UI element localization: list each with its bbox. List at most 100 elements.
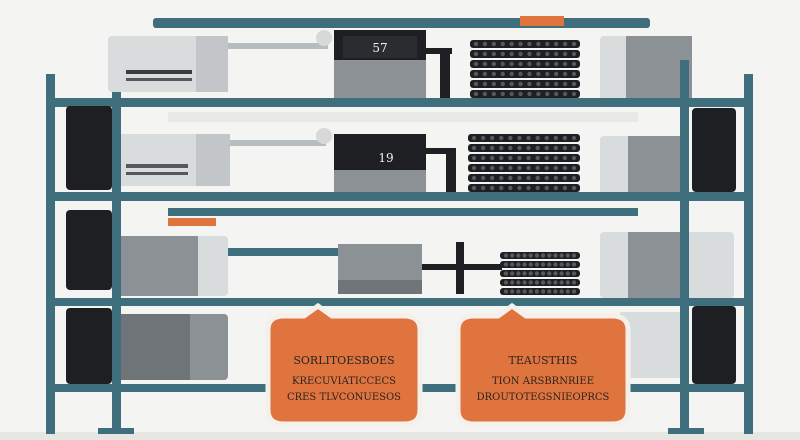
gray-unit-mid-right: [600, 136, 684, 196]
battery-cell-terminal: [516, 271, 521, 276]
battery-cell-terminal: [571, 253, 577, 258]
battery-cell-terminal: [562, 91, 568, 97]
battery-cell-terminal: [562, 41, 568, 47]
battery-cell-stack-top: [470, 40, 580, 98]
battery-cell-terminal: [571, 185, 577, 191]
floor-line: [0, 432, 800, 440]
battery-cell-terminal: [540, 289, 546, 294]
battery-cell-terminal: [562, 61, 568, 67]
battery-cell-terminal: [491, 81, 497, 87]
battery-cell-terminal: [482, 41, 488, 47]
label-right-line2: TION ARSBRNRIEE: [492, 376, 594, 387]
battery-cell-terminal: [527, 91, 532, 97]
battery-cell-terminal: [517, 165, 522, 171]
battery-cell-terminal: [526, 175, 531, 181]
battery-cell-terminal: [553, 253, 558, 258]
battery-cell-row: [470, 80, 580, 88]
battery-cell-terminal: [473, 71, 479, 77]
battery-cell-terminal: [547, 253, 552, 258]
battery-cell-terminal: [516, 253, 521, 258]
battery-cell-terminal: [547, 280, 552, 285]
battery-cell-terminal: [553, 262, 558, 267]
battery-cell-terminal: [473, 51, 479, 57]
battery-cell-terminal: [527, 51, 532, 57]
battery-cell-terminal: [473, 81, 479, 87]
battery-cell-terminal: [535, 155, 540, 161]
top-rail-orange-tag: [520, 16, 564, 26]
battery-cell-terminal: [553, 51, 559, 57]
top-rail: [153, 18, 650, 28]
battery-cell-terminal: [473, 41, 479, 47]
battery-cell-terminal: [480, 155, 486, 161]
foot-left: [98, 428, 134, 434]
upright-far-left: [46, 74, 55, 434]
battery-cell-terminal: [522, 262, 527, 267]
battery-cell-terminal: [522, 253, 527, 258]
battery-cell-terminal: [571, 165, 577, 171]
battery-cell-terminal: [473, 91, 479, 97]
battery-cell-terminal: [473, 61, 479, 67]
battery-cell-terminal: [565, 280, 571, 285]
battery-cell-terminal: [545, 51, 550, 57]
label-right-line3: DROUTOTEGSNIEOPRCS: [477, 392, 610, 403]
battery-cell-terminal: [553, 91, 559, 97]
battery-cell-terminal: [508, 165, 513, 171]
battery-cell-row: [468, 154, 580, 162]
battery-cell-terminal: [571, 135, 577, 141]
battery-cell-terminal: [528, 262, 533, 267]
battery-cell-terminal: [562, 71, 568, 77]
battery-cell-terminal: [562, 175, 568, 181]
battery-cell-row: [500, 252, 580, 259]
shelf-beam-2-lower: [168, 208, 638, 216]
shelf-beam-2-orange-mark: [168, 218, 216, 226]
battery-cell-terminal: [491, 41, 497, 47]
battery-cell-terminal: [522, 280, 527, 285]
battery-cell-row: [468, 164, 580, 172]
battery-box-top: 57: [334, 30, 426, 98]
battery-cell-row: [468, 144, 580, 152]
battery-cell-terminal: [471, 185, 477, 191]
battery-cell-terminal: [518, 51, 523, 57]
battery-cell-terminal: [545, 61, 550, 67]
battery-cell-terminal: [547, 262, 552, 267]
battery-cell-terminal: [562, 145, 568, 151]
battery-box-lower: [338, 244, 422, 294]
battery-cell-terminal: [528, 253, 533, 258]
battery-cell-terminal: [518, 71, 523, 77]
battery-cell-terminal: [571, 262, 577, 267]
battery-cell-terminal: [562, 165, 568, 171]
battery-cell-terminal: [480, 165, 486, 171]
battery-cell-terminal: [544, 155, 549, 161]
battery-cell-terminal: [545, 91, 550, 97]
battery-cell-terminal: [471, 145, 477, 151]
battery-cell-terminal: [553, 155, 559, 161]
battery-cell-terminal: [571, 155, 577, 161]
battery-cell-terminal: [544, 135, 549, 141]
battery-cell-terminal: [482, 71, 488, 77]
battery-cell-terminal: [545, 71, 550, 77]
battery-cell-terminal: [553, 175, 559, 181]
battery-cell-terminal: [540, 280, 546, 285]
battery-cell-terminal: [509, 41, 514, 47]
battery-cell-terminal: [536, 41, 541, 47]
battery-cell-terminal: [540, 271, 546, 276]
battery-cell-terminal: [545, 81, 550, 87]
battery-cell-terminal: [480, 135, 486, 141]
battery-cell-terminal: [571, 271, 577, 276]
battery-cell-terminal: [535, 135, 540, 141]
gray-unit-lower-right: [600, 232, 734, 298]
shelf-beam-1: [50, 98, 750, 107]
battery-cell-terminal: [503, 262, 509, 267]
shelf-beam-3: [50, 298, 750, 306]
battery-cell-terminal: [489, 165, 495, 171]
shelf-beam-2: [50, 192, 750, 201]
battery-cell-row: [468, 134, 580, 142]
battery-cell-terminal: [471, 155, 477, 161]
battery-cell-terminal: [571, 175, 577, 181]
battery-cell-terminal: [562, 155, 568, 161]
battery-cell-terminal: [526, 155, 531, 161]
battery-cell-terminal: [480, 185, 486, 191]
battery-cell-terminal: [527, 41, 532, 47]
pipe-top: [228, 43, 328, 49]
battery-box-middle-label: 19: [378, 151, 393, 165]
